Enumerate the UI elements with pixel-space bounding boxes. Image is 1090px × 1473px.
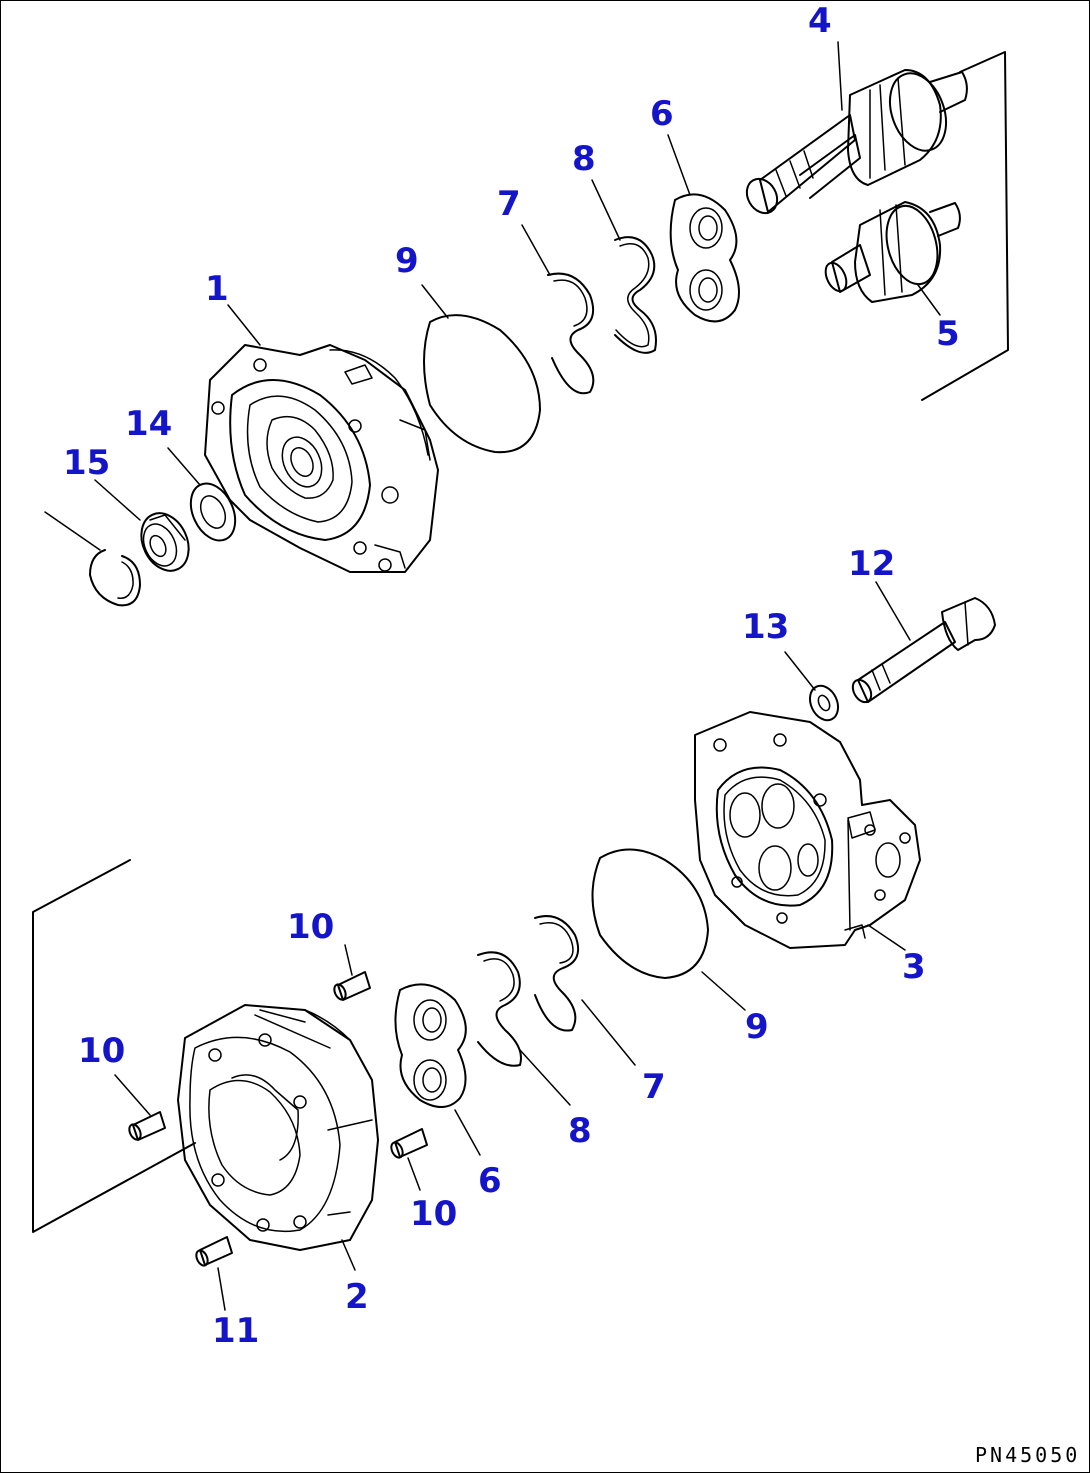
callout-1: 1 [205, 269, 229, 309]
callout-6-upper: 6 [650, 94, 674, 134]
callout-5: 5 [936, 314, 960, 354]
callout-10-a: 10 [287, 907, 334, 947]
callout-6-lower: 6 [478, 1161, 502, 1201]
drawing-code: PN45050 [975, 1443, 1080, 1467]
callout-3: 3 [902, 947, 926, 987]
backup-ring-part-7-lower [534, 915, 579, 1032]
callout-8-lower: 8 [568, 1111, 592, 1151]
gasket-part-9-upper [423, 314, 541, 454]
callout-2: 2 [345, 1277, 369, 1317]
callout-9-lower: 9 [745, 1007, 769, 1047]
callout-9-upper: 9 [395, 241, 419, 281]
callout-7-upper: 7 [497, 184, 521, 224]
seal-part-8-upper [614, 236, 657, 354]
callout-11: 12 [848, 544, 895, 584]
driven-gear-part-5 [824, 201, 961, 303]
seal-part-8-lower [477, 951, 522, 1067]
bushing-plate-part-6-upper [669, 193, 740, 323]
callouts: 4 6 8 7 9 1 5 14 15 12 13 10 3 9 10 7 8 … [63, 1, 960, 1351]
gasket-part-9-lower [591, 848, 709, 979]
bushing-plate-part-6-lower [394, 983, 467, 1108]
bolt-part-11 [851, 597, 996, 704]
callout-10-c: 10 [410, 1194, 457, 1234]
callout-8-upper: 8 [572, 139, 596, 179]
dowel-pin-part-10-b [128, 1111, 166, 1141]
callout-10-b: 10 [78, 1031, 125, 1071]
dowel-pin-part-10-a [333, 971, 371, 1001]
callout-12: 13 [742, 607, 789, 647]
backup-ring-part-7-upper [547, 272, 595, 395]
retainer-part-13 [189, 482, 237, 542]
snap-ring-part-15 [89, 549, 141, 607]
callout-7-lower: 7 [642, 1067, 666, 1107]
lower-group-bracket [32, 859, 196, 1233]
front-cover-part-1 [204, 344, 439, 573]
callout-4: 4 [808, 1, 832, 41]
callout-14: 15 [63, 443, 110, 483]
drive-shaft-part-4 [745, 69, 968, 215]
washer-part-12 [808, 684, 840, 722]
dowel-pin-part-10-c [390, 1128, 428, 1159]
oil-seal-part-14 [140, 512, 190, 572]
rear-cover-part-3 [694, 711, 921, 949]
upper-group-bracket [921, 51, 1009, 401]
dowel-pin-part-10-d [195, 1236, 233, 1267]
gear-case-part-2 [177, 1004, 379, 1251]
leader-lines [44, 41, 941, 1311]
callout-13: 14 [125, 404, 172, 444]
callout-10-d: 11 [212, 1311, 259, 1351]
